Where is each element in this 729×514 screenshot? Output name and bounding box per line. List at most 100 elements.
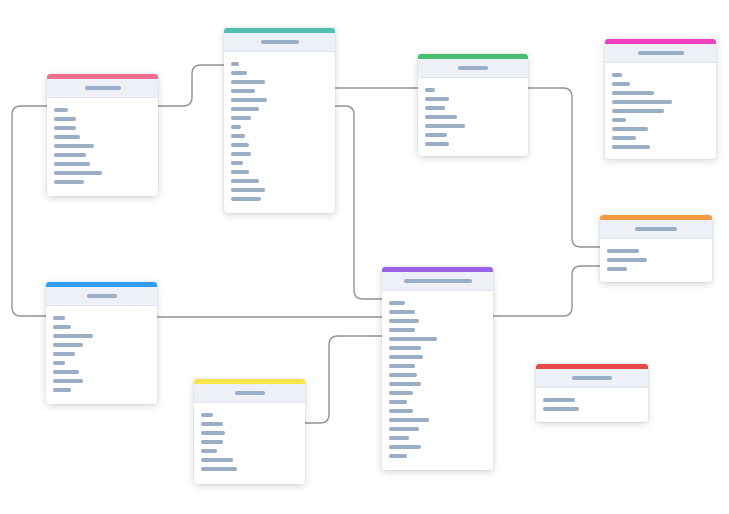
field-row-placeholder (201, 449, 217, 453)
field-row-placeholder (425, 124, 465, 128)
table-header[interactable] (418, 59, 528, 78)
field-row-placeholder (612, 82, 630, 86)
table-accent-bar (224, 28, 335, 33)
field-row-placeholder (231, 71, 247, 75)
table-title-placeholder (234, 391, 265, 395)
table-accent-bar (47, 74, 158, 79)
table-card-orange[interactable] (600, 215, 712, 282)
field-row-placeholder (231, 134, 245, 138)
field-row-placeholder (389, 445, 421, 449)
table-header[interactable] (382, 272, 493, 291)
field-row-placeholder (389, 328, 415, 332)
field-row-placeholder (54, 153, 86, 157)
field-row-placeholder (201, 431, 225, 435)
field-row-placeholder (389, 373, 417, 377)
field-row-placeholder (607, 249, 639, 253)
table-header[interactable] (46, 287, 157, 306)
table-card-teal[interactable] (224, 28, 335, 213)
table-card-green[interactable] (418, 54, 528, 156)
field-row-placeholder (53, 343, 83, 347)
field-row-placeholder (612, 136, 636, 140)
field-row-placeholder (389, 427, 419, 431)
table-card-purple[interactable] (382, 267, 493, 470)
field-row-placeholder (53, 370, 79, 374)
field-row-placeholder (53, 334, 93, 338)
field-row-placeholder (607, 267, 627, 271)
table-title-placeholder (86, 294, 117, 298)
field-row-placeholder (389, 409, 413, 413)
field-row-placeholder (231, 188, 265, 192)
table-accent-bar (600, 215, 712, 220)
table-accent-bar (418, 54, 528, 59)
table-title-placeholder (403, 279, 472, 283)
table-header[interactable] (194, 384, 305, 403)
field-row-placeholder (389, 436, 409, 440)
field-row-placeholder (231, 107, 259, 111)
field-row-placeholder (612, 145, 650, 149)
field-row-placeholder (231, 98, 267, 102)
field-row-placeholder (54, 162, 90, 166)
table-title-placeholder (572, 376, 612, 380)
field-row-placeholder (543, 398, 575, 402)
connector-teal-purple[interactable] (335, 105, 382, 300)
field-row-placeholder (53, 361, 65, 365)
table-card-red[interactable] (536, 364, 648, 422)
table-title-placeholder (635, 227, 677, 231)
table-title-placeholder (260, 40, 299, 44)
field-row-placeholder (425, 106, 445, 110)
connector-yellow-purple[interactable] (305, 335, 382, 424)
field-row-placeholder (425, 142, 449, 146)
field-row-placeholder (231, 143, 249, 147)
field-row-placeholder (612, 109, 664, 113)
field-row-placeholder (201, 467, 237, 471)
connector-purple-orange[interactable] (493, 265, 600, 317)
field-row-placeholder (53, 388, 71, 392)
field-row-placeholder (612, 118, 626, 122)
field-row-placeholder (425, 133, 447, 137)
field-row-placeholder (54, 171, 102, 175)
table-card-magenta[interactable] (605, 39, 716, 159)
table-accent-bar (605, 39, 716, 44)
field-row-placeholder (612, 73, 622, 77)
field-row-placeholder (231, 179, 259, 183)
table-header[interactable] (47, 79, 158, 98)
field-row-placeholder (231, 80, 265, 84)
field-row-placeholder (389, 418, 429, 422)
field-row-placeholder (54, 108, 68, 112)
table-card-yellow[interactable] (194, 379, 305, 484)
field-row-placeholder (389, 355, 423, 359)
field-row-placeholder (425, 97, 449, 101)
field-row-placeholder (54, 117, 76, 121)
table-title-placeholder (637, 51, 684, 55)
field-row-placeholder (612, 91, 654, 95)
field-row-placeholder (53, 352, 75, 356)
field-row-placeholder (543, 407, 579, 411)
field-row-placeholder (201, 440, 223, 444)
field-row-placeholder (54, 180, 84, 184)
field-row-placeholder (231, 152, 251, 156)
field-row-placeholder (389, 337, 437, 341)
field-row-placeholder (54, 135, 80, 139)
table-card-blue[interactable] (46, 282, 157, 404)
table-header[interactable] (600, 220, 712, 239)
field-row-placeholder (53, 379, 83, 383)
table-header[interactable] (536, 369, 648, 388)
table-header[interactable] (605, 44, 716, 63)
field-row-placeholder (231, 161, 243, 165)
table-accent-bar (536, 364, 648, 369)
field-row-placeholder (607, 258, 647, 262)
field-row-placeholder (389, 382, 421, 386)
connector-pink-teal[interactable] (158, 64, 224, 107)
field-row-placeholder (231, 125, 241, 129)
field-row-placeholder (612, 100, 672, 104)
table-card-pink[interactable] (47, 74, 158, 196)
connector-green-orange[interactable] (528, 87, 600, 248)
table-title-placeholder (84, 86, 121, 90)
field-row-placeholder (425, 88, 435, 92)
table-header[interactable] (224, 33, 335, 52)
field-row-placeholder (201, 458, 233, 462)
connector-pink-blue[interactable] (11, 105, 47, 317)
field-row-placeholder (612, 127, 648, 131)
